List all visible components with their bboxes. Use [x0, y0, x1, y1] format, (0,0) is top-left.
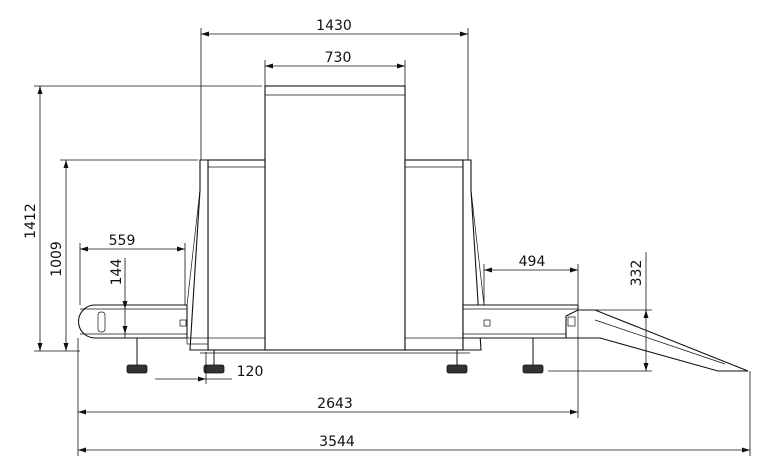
scanner-body [186, 85, 485, 354]
dim-roller-height: 332 [629, 260, 645, 287]
dim-infeed-length: 559 [109, 233, 136, 249]
infeed-conveyor [77, 304, 266, 351]
dimension-lines: 1430 730 1412 1009 559 144 [23, 18, 751, 456]
leveling-feet [126, 338, 544, 374]
right-side-housing [404, 159, 464, 351]
dim-body-height: 1009 [49, 241, 65, 277]
dim-top-width: 1430 [316, 18, 352, 34]
dim-total-height: 1412 [23, 203, 39, 239]
roller-ramp [565, 309, 749, 372]
left-side-housing [207, 159, 266, 351]
dim-conveyor-length: 2643 [317, 396, 353, 412]
dim-belt-height: 144 [109, 259, 125, 286]
dim-foot-offset: 120 [237, 364, 264, 380]
outfeed-conveyor [404, 304, 579, 351]
tunnel-housing [264, 85, 406, 351]
dim-tunnel-width: 730 [325, 50, 352, 66]
dim-overall-length: 3544 [319, 434, 355, 450]
dim-outfeed-length: 494 [519, 254, 546, 270]
